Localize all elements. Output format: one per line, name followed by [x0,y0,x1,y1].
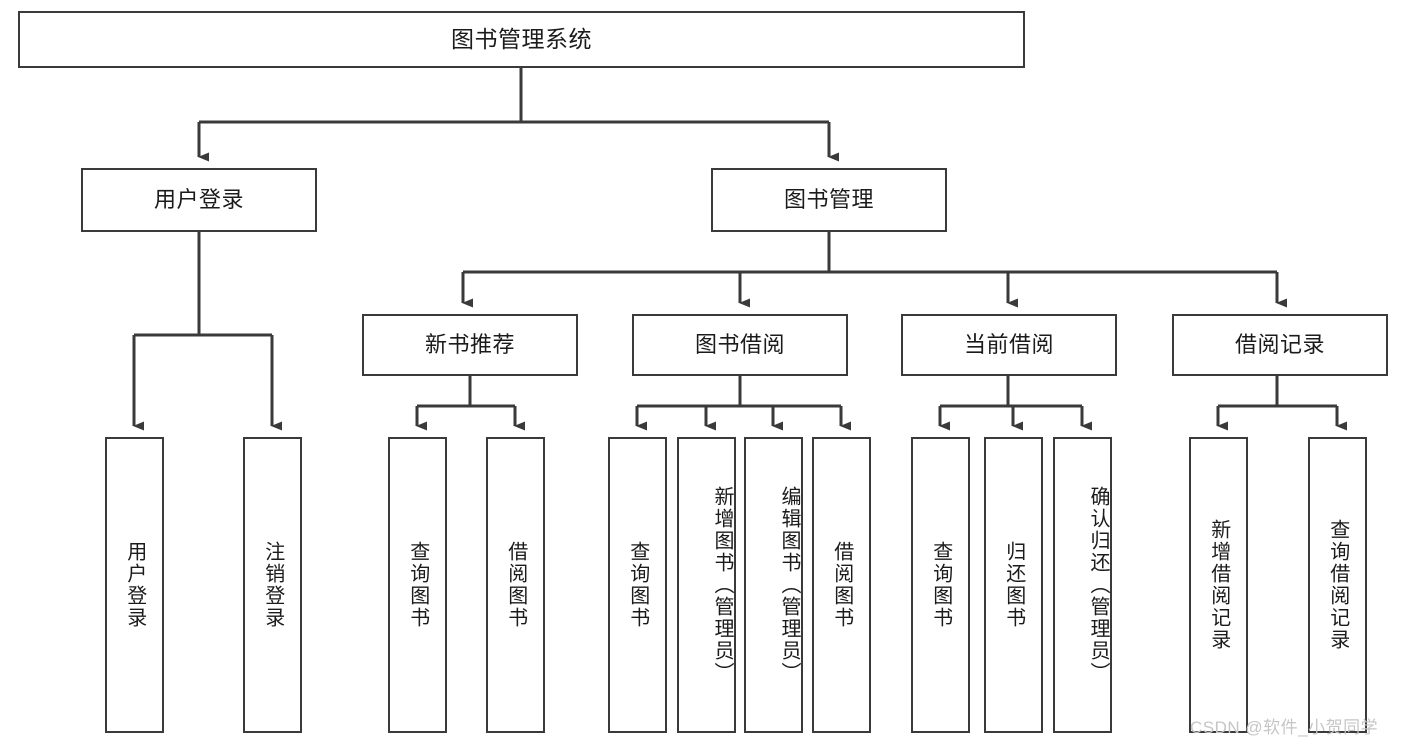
node-new-book-recommend[interactable]: 新书推荐 [362,314,578,376]
node-book-management[interactable]: 图书管理 [711,168,947,232]
leaf-borrow-book-recommend[interactable]: 借阅图书 [486,437,545,733]
leaf-logout[interactable]: 注销登录 [243,437,302,733]
leaf-query-borrow-record[interactable]: 查询借阅记录 [1308,437,1367,733]
leaf-add-borrow-record[interactable]: 新增借阅记录 [1189,437,1248,733]
leaf-query-book-current[interactable]: 查询图书 [911,437,970,733]
leaf-confirm-return-admin[interactable]: 确认归还（管理员） [1053,437,1112,733]
node-current-borrow[interactable]: 当前借阅 [901,314,1117,376]
leaf-user-login[interactable]: 用户登录 [105,437,164,733]
node-borrow-record[interactable]: 借阅记录 [1172,314,1388,376]
leaf-query-book-borrow[interactable]: 查询图书 [608,437,667,733]
leaf-edit-book-admin[interactable]: 编辑图书（管理员） [744,437,803,733]
node-root-system[interactable]: 图书管理系统 [18,11,1025,68]
csdn-watermark: CSDN @软件_小贺同学 [1190,718,1379,737]
node-book-borrow[interactable]: 图书借阅 [632,314,848,376]
leaf-borrow-book[interactable]: 借阅图书 [812,437,871,733]
leaf-return-book[interactable]: 归还图书 [984,437,1043,733]
node-user-login[interactable]: 用户登录 [81,168,317,232]
leaf-add-book-admin[interactable]: 新增图书（管理员） [677,437,736,733]
leaf-query-book-recommend[interactable]: 查询图书 [388,437,447,733]
